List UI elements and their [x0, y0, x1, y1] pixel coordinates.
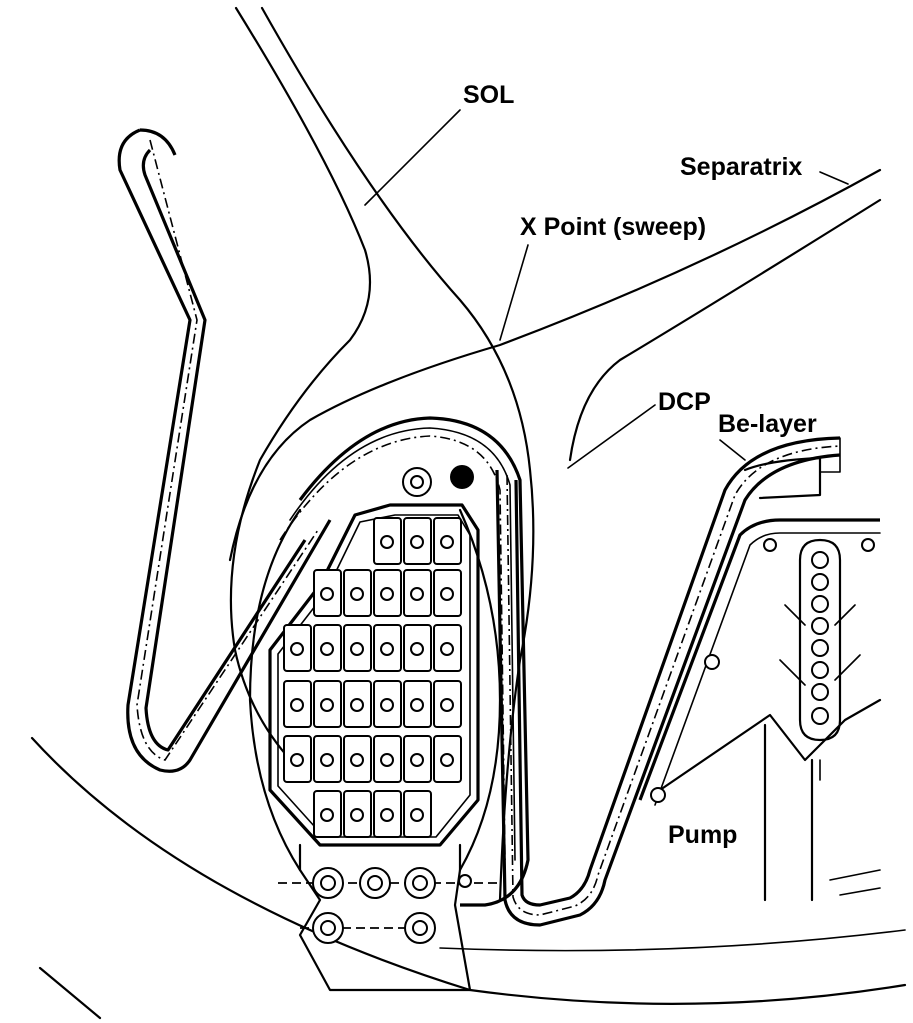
- pump-conductor: [811, 707, 829, 725]
- coil-cell-hole: [440, 698, 454, 712]
- coil-cell-hole: [380, 587, 394, 601]
- vessel-bottom-arc: [38, 966, 102, 1020]
- dcp-lower-baffle-inner: [654, 532, 881, 806]
- coil-cell-hole: [290, 698, 304, 712]
- coil-cell-hole: [410, 753, 424, 767]
- coil-cell-hole: [350, 642, 364, 656]
- dcp-outer: [495, 453, 841, 927]
- dcp-leader: [567, 404, 656, 469]
- pump-conductors: [811, 551, 829, 725]
- bottom-conductor-core: [320, 920, 336, 936]
- sol-boundary-curve: [229, 6, 372, 772]
- bottom-conductor-core: [412, 875, 428, 891]
- pump-duct-wall: [658, 698, 882, 792]
- coil-cell-hole: [380, 698, 394, 712]
- label-x-point: X Point (sweep): [520, 213, 706, 241]
- pump-lower-conductor: [650, 787, 666, 803]
- coil-cell-hole: [320, 587, 334, 601]
- coil-cell-hole: [320, 753, 334, 767]
- coil-cell-hole: [440, 587, 454, 601]
- coil-cell-hole: [440, 535, 454, 549]
- pump-small-conductor: [704, 654, 720, 670]
- coil-casing-mid: [289, 427, 516, 861]
- black-marker-dot: [450, 465, 474, 489]
- pump-conductor: [811, 639, 829, 657]
- coil-cell-hole: [350, 753, 364, 767]
- coil-cells: [283, 517, 462, 838]
- coil-casing-dash: [279, 435, 506, 861]
- sol-leader: [364, 109, 461, 206]
- coil-cell-hole: [320, 642, 334, 656]
- bottom-conductor-core: [367, 875, 383, 891]
- coil-cell-hole: [440, 753, 454, 767]
- pump-conductor: [811, 661, 829, 679]
- coil-cell-hole: [410, 698, 424, 712]
- top-conductor-core: [410, 475, 424, 489]
- coil-cell-hole: [290, 642, 304, 656]
- pump-conductor: [811, 617, 829, 635]
- pump-conductor: [811, 595, 829, 613]
- label-dcp: DCP: [658, 388, 711, 416]
- label-pump: Pump: [668, 821, 737, 849]
- coil-cell-hole: [350, 808, 364, 822]
- coil-cell-hole: [410, 535, 424, 549]
- coil-cell-hole: [380, 642, 394, 656]
- label-separatrix: Separatrix: [680, 153, 802, 181]
- vessel-outer-arc: [30, 736, 907, 1005]
- coil-cell-hole: [380, 535, 394, 549]
- separatrix-inner-leg: [260, 6, 535, 902]
- coil-cell-hole: [410, 642, 424, 656]
- xpoint-leader: [499, 244, 529, 341]
- coil-cell-hole: [440, 642, 454, 656]
- pump-duct-pillar: [763, 723, 814, 902]
- coil-casing-outer: [298, 416, 530, 907]
- coil-cell-hole: [350, 587, 364, 601]
- inner-baffle-centerline: [136, 139, 319, 761]
- separatrix-line: [228, 168, 882, 562]
- pump-conductor: [811, 683, 829, 701]
- coil-cell-hole: [320, 698, 334, 712]
- coil-pack-outline: [268, 503, 480, 847]
- dcp-lower-baffle: [638, 518, 880, 801]
- coil-cell-hole: [410, 587, 424, 601]
- bottom-conductor-core: [412, 920, 428, 936]
- coil-cell-hole: [290, 753, 304, 767]
- be-layer-tip: [819, 437, 841, 473]
- coil-cell-hole: [350, 698, 364, 712]
- coil-cell-hole: [410, 808, 424, 822]
- coil-cell-hole: [380, 808, 394, 822]
- label-be-layer: Be-layer: [718, 410, 817, 438]
- be-layer-upper: [743, 456, 822, 500]
- coil-cell-hole: [320, 808, 334, 822]
- pump-conductor: [811, 551, 829, 569]
- pump-top-right-conductor: [861, 538, 875, 552]
- bottom-conductor-core: [320, 875, 336, 891]
- small-conductor: [458, 874, 472, 888]
- pump-fins: [779, 604, 861, 781]
- bottom-conductors: [312, 867, 436, 944]
- pump-capsule: [798, 538, 842, 742]
- label-sol: SOL: [463, 81, 514, 109]
- pump-conductor: [811, 573, 829, 591]
- flux-line-lower: [568, 198, 882, 462]
- pump-top-left-conductor: [763, 538, 777, 552]
- vessel-inner-arc: [439, 929, 906, 952]
- coil-cell-hole: [380, 753, 394, 767]
- inner-baffle-inner: [141, 148, 307, 752]
- inner-baffle-outer: [117, 128, 332, 773]
- be-layer-leader: [719, 439, 746, 461]
- pump-floor: [829, 869, 881, 896]
- separatrix-leader: [819, 171, 849, 185]
- dcp-inner: [514, 436, 841, 907]
- inner-baffle-top-cap: [139, 128, 177, 156]
